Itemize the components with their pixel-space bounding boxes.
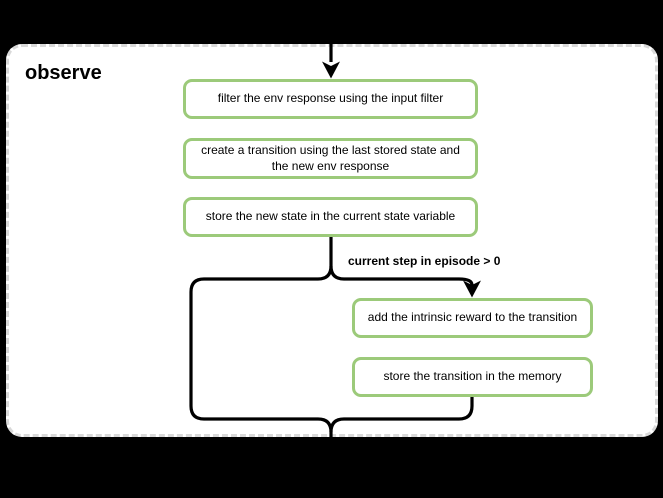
branch-true-connector xyxy=(329,265,474,286)
bypass-connector xyxy=(189,237,333,454)
condition-label: current step in episode > 0 xyxy=(348,254,501,268)
panel-title: observe xyxy=(25,62,102,84)
merge-connector xyxy=(329,397,474,433)
node-store-transition: store the transition in the memory xyxy=(352,357,593,397)
node-create-transition: create a transition using the last store… xyxy=(183,138,478,179)
node-store-new-state-label: store the new state in the current state… xyxy=(205,209,456,224)
node-store-new-state: store the new state in the current state… xyxy=(183,197,478,237)
node-add-intrinsic-reward: add the intrinsic reward to the transiti… xyxy=(352,298,593,338)
node-create-transition-label: create a transition using the last store… xyxy=(201,142,460,173)
node-filter-env-response: filter the env response using the input … xyxy=(183,79,478,119)
node-add-intrinsic-reward-label: add the intrinsic reward to the transiti… xyxy=(367,310,578,325)
node-filter-env-response-label: filter the env response using the input … xyxy=(217,91,444,106)
node-store-transition-label: store the transition in the memory xyxy=(383,369,562,384)
branch-arrowhead-icon xyxy=(463,280,481,298)
entry-arrowhead-icon xyxy=(322,61,340,79)
